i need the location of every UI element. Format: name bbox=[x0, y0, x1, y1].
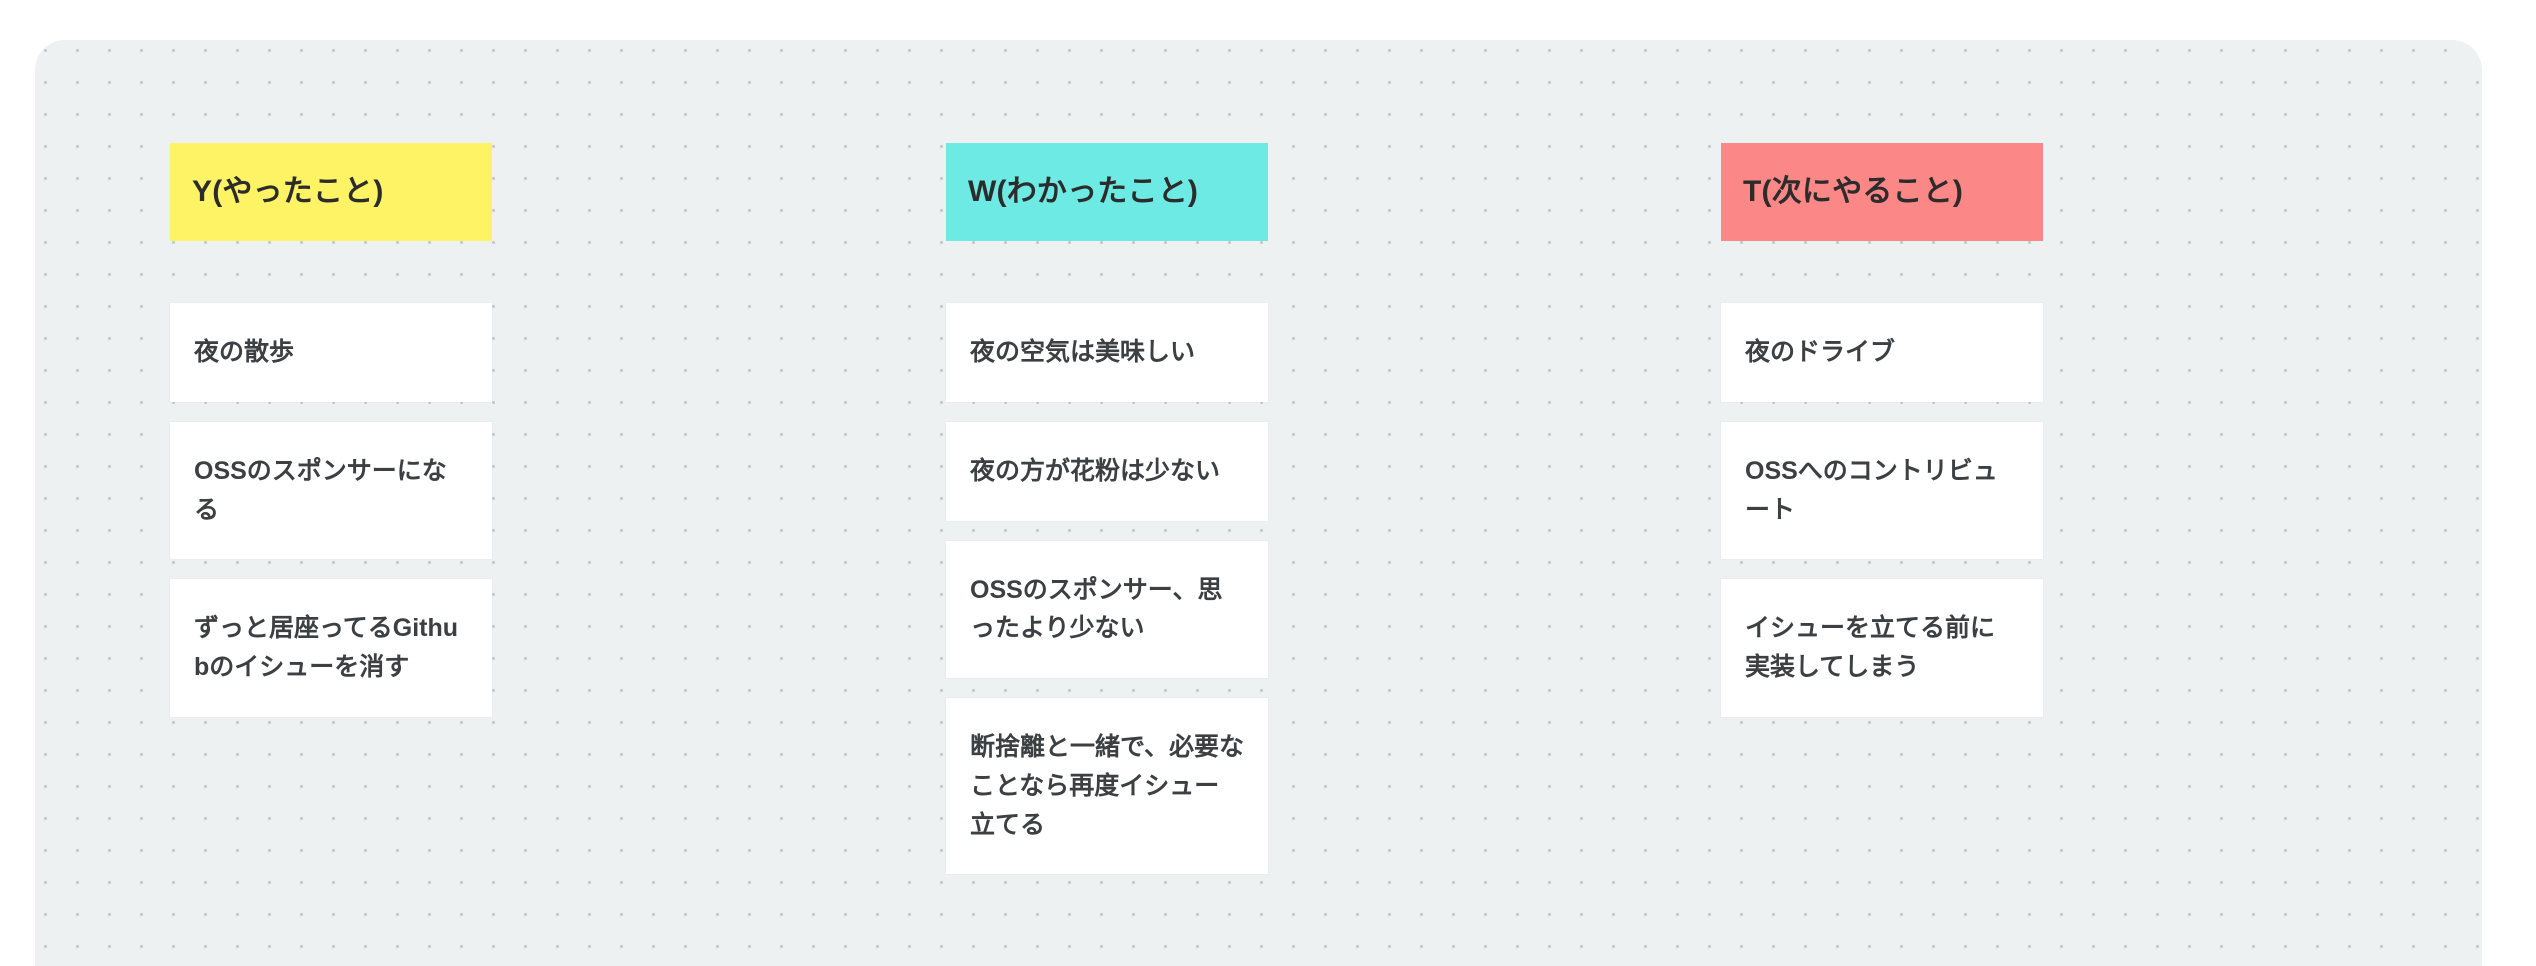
sticky-card-text: 夜のドライブ bbox=[1745, 338, 1896, 366]
board-column-t: T(次にやること) 夜のドライブ OSSへのコントリビュート イシューを立てる前… bbox=[1721, 143, 2043, 717]
column-header-y[interactable]: Y(やったこと) bbox=[170, 143, 492, 241]
board-column-y: Y(やったこと) 夜の散歩 OSSのスポンサーになる ずっと居座ってるGithu… bbox=[170, 143, 492, 717]
sticky-card[interactable]: 断捨離と一緒で、必要なことなら再度イシュー立てる bbox=[946, 698, 1268, 875]
board-canvas[interactable]: Y(やったこと) 夜の散歩 OSSのスポンサーになる ずっと居座ってるGithu… bbox=[35, 40, 2482, 966]
column-header-w[interactable]: W(わかったこと) bbox=[946, 143, 1268, 241]
sticky-card-text: OSSのスポンサーになる bbox=[194, 456, 447, 524]
column-header-label-y: Y(やったこと) bbox=[192, 175, 384, 208]
column-header-t[interactable]: T(次にやること) bbox=[1721, 143, 2043, 241]
sticky-card[interactable]: 夜のドライブ bbox=[1721, 303, 2043, 402]
sticky-card-text: 夜の空気は美味しい bbox=[970, 338, 1196, 366]
card-list-y: 夜の散歩 OSSのスポンサーになる ずっと居座ってるGithubのイシューを消す bbox=[170, 303, 492, 717]
sticky-card-text: OSSのスポンサー、思ったより少ない bbox=[970, 575, 1223, 643]
sticky-card[interactable]: 夜の空気は美味しい bbox=[946, 303, 1268, 402]
sticky-card[interactable]: イシューを立てる前に実装してしまう bbox=[1721, 579, 2043, 717]
sticky-card-text: ずっと居座ってるGithubのイシューを消す bbox=[194, 614, 459, 681]
column-header-label-w: W(わかったこと) bbox=[968, 175, 1199, 208]
sticky-card[interactable]: OSSへのコントリビュート bbox=[1721, 421, 2043, 560]
sticky-card[interactable]: ずっと居座ってるGithubのイシューを消す bbox=[170, 579, 492, 717]
card-list-w: 夜の空気は美味しい 夜の方が花粉は少ない OSSのスポンサー、思ったより少ない … bbox=[946, 303, 1268, 875]
sticky-card-text: 夜の散歩 bbox=[194, 338, 295, 366]
sticky-card[interactable]: OSSのスポンサーになる bbox=[170, 421, 492, 560]
sticky-card[interactable]: 夜の方が花粉は少ない bbox=[946, 421, 1268, 521]
sticky-card-text: OSSへのコントリビュート bbox=[1745, 456, 1998, 524]
sticky-card[interactable]: 夜の散歩 bbox=[170, 303, 492, 402]
sticky-card[interactable]: OSSのスポンサー、思ったより少ない bbox=[946, 540, 1268, 678]
column-header-label-t: T(次にやること) bbox=[1743, 175, 1964, 208]
sticky-card-text: 断捨離と一緒で、必要なことなら再度イシュー立てる bbox=[970, 733, 1245, 839]
board-column-w: W(わかったこと) 夜の空気は美味しい 夜の方が花粉は少ない OSSのスポンサー… bbox=[946, 143, 1268, 875]
sticky-card-text: 夜の方が花粉は少ない bbox=[970, 456, 1221, 485]
ywt-board: Y(やったこと) 夜の散歩 OSSのスポンサーになる ずっと居座ってるGithu… bbox=[35, 40, 2482, 966]
sticky-card-text: イシューを立てる前に実装してしまう bbox=[1745, 614, 1996, 681]
card-list-t: 夜のドライブ OSSへのコントリビュート イシューを立てる前に実装してしまう bbox=[1721, 303, 2043, 717]
